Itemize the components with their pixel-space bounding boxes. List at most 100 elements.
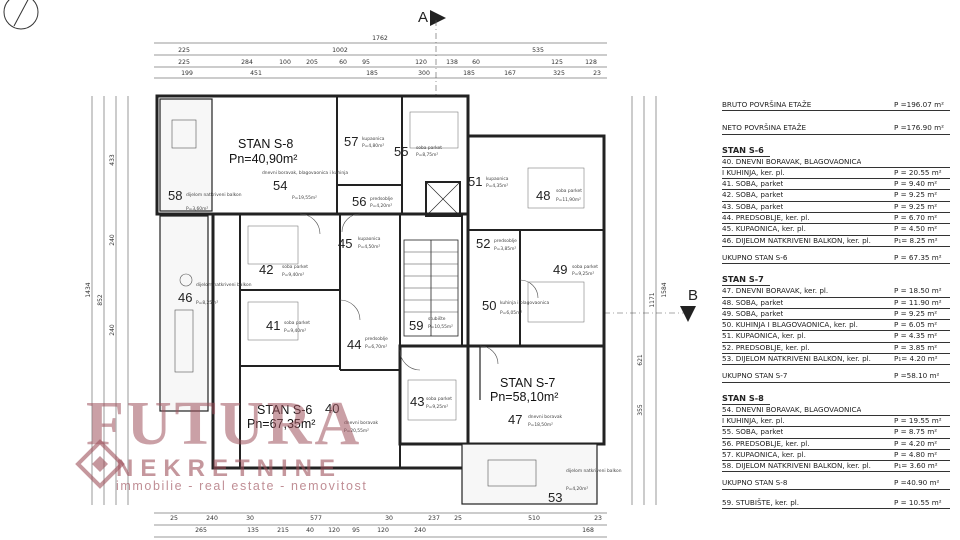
room-lbl-54: dnevni boravak, blagovaonica i kuhinja (262, 170, 348, 176)
room-num-59: 59 (409, 318, 423, 333)
dim-bot-r1-3: 577 (310, 515, 322, 522)
room-area-50: P=6,05m² (500, 310, 522, 316)
room-area-44: P=6,70m² (365, 344, 387, 350)
room-lbl-43: soba parket (426, 396, 452, 402)
room-num-56: 56 (352, 194, 366, 209)
dim-left-2: 240 (109, 324, 116, 336)
s8-item-value: P = 4.20 m² (894, 438, 938, 448)
s7-items: 47. DNEVNI BORAVAK, ker. pl.P = 18.50 m²… (722, 286, 950, 366)
room-num-50: 50 (482, 298, 496, 313)
s7-title: STAN S-7 (722, 274, 770, 287)
s7-item-value: P₁= 4.20 m² (894, 354, 938, 364)
s7-item-label: 51. KUPAONICA, ker. pl. (722, 331, 806, 341)
room-num-46: 46 (178, 290, 192, 305)
s8-item-label: 57. KUPAONICA, ker. pl. (722, 449, 806, 459)
bruto-value: P =196.07 m² (894, 100, 944, 109)
dim-bot-r1-5: 237 (428, 515, 440, 522)
room-num-51: 51 (468, 174, 482, 189)
room-lbl-44: predsoblje (365, 336, 388, 342)
room-area-40: P=20,55m² (344, 428, 369, 434)
s6-item-value: P = 9.25 m² (894, 201, 938, 211)
unit-area-s6: Pn=67,35m² (247, 417, 315, 431)
s7-item-value: P = 3.85 m² (894, 342, 938, 352)
s7-item: 47. DNEVNI BORAVAK, ker. pl.P = 18.50 m² (722, 286, 950, 298)
s8-total-row: UKUPNO STAN S-8 P =40.90 m² (722, 478, 950, 490)
dim-bot-r2-2: 215 (277, 527, 289, 534)
room-num-44: 44 (347, 337, 361, 352)
s6-item: 44. PREDSOBLJE, ker. pl.P = 6.70 m² (722, 213, 950, 225)
dim-top-r1-1: 1002 (332, 47, 348, 54)
room-num-58: 58 (168, 188, 182, 203)
s7-item-label: 52. PREDSOBLJE, ker. pl. (722, 342, 810, 352)
s8-item: 54. DNEVNI BORAVAK, BLAGOVAONICA (722, 405, 950, 416)
room-lbl-51: kupaonica (486, 176, 509, 182)
s6-title: STAN S-6 (722, 145, 770, 157)
bed-symbols (247, 111, 585, 421)
s6-item-value: P = 9.25 m² (894, 190, 938, 200)
room-area-48: P=11,90m² (556, 197, 581, 203)
room-area-53: P=4,20m² (566, 486, 588, 492)
s8-items: 54. DNEVNI BORAVAK, BLAGOVAONICA I KUHIN… (722, 405, 950, 473)
room-lbl-42: soba parket (282, 264, 308, 270)
s6-items: 40. DNEVNI BORAVAK, BLAGOVAONICA I KUHIN… (722, 157, 950, 247)
dim-top-r3-4: 185 (463, 70, 475, 77)
dim-bot-r2-0: 265 (195, 527, 207, 534)
s7-item-value: P = 9.25 m² (894, 308, 938, 318)
s6-item-label: 41. SOBA, parket (722, 179, 784, 189)
room-num-47: 47 (508, 412, 522, 427)
dim-top-r2-5: 95 (362, 59, 370, 66)
dim-left-4: 1434 (85, 282, 92, 297)
dim-top-r2-4: 60 (339, 59, 347, 66)
s7-item-label: 49. SOBA, parket (722, 308, 784, 318)
unit-area-s8: Pn=40,90m² (229, 152, 297, 166)
room-num-54: 54 (273, 178, 287, 193)
dim-top-r1-2: 535 (532, 47, 544, 54)
s6-item: 45. KUPAONICA, ker. pl.P = 4.50 m² (722, 224, 950, 236)
s8-item-value: P = 19.55 m² (894, 415, 942, 425)
s6-item-label: I KUHINJA, ker. pl. (722, 167, 785, 177)
dim-bot-r1-1: 240 (206, 515, 218, 522)
room-num-45: 45 (338, 236, 352, 251)
room-area-54: P=19,55m² (292, 195, 317, 201)
s8-total-value: P =40.90 m² (894, 478, 940, 488)
dim-bot-r1-8: 23 (594, 515, 602, 522)
dim-top-r2-10: 128 (585, 59, 597, 66)
s7-item-label: 53. DIJELOM NATKRIVENI BALKON, ker. pl. (722, 354, 871, 364)
s6-item: I KUHINJA, ker. pl.P = 20.55 m² (722, 167, 950, 180)
unit-area-s7: Pn=58,10m² (490, 390, 558, 404)
s6-total-label: UKUPNO STAN S-6 (722, 252, 788, 262)
room-num-53: 53 (548, 490, 562, 505)
s6-item-value: P₁= 8.25 m² (894, 235, 938, 245)
room-lbl-46: dijelom natkriveni balkon (196, 282, 252, 288)
s6-item-value: P = 9.40 m² (894, 179, 938, 189)
room-num-49: 49 (553, 262, 567, 277)
s7-total-label: UKUPNO STAN S-7 (722, 371, 788, 381)
dim-bot-r1-2: 30 (246, 515, 254, 522)
room-area-51: P=4,35m² (486, 183, 508, 189)
room-numbers: 54 55 56 57 58 48 51 52 49 50 47 53 59 4… (168, 134, 567, 505)
room-lbl-58: dijelom natkriveni balkon (186, 192, 242, 198)
stair-label: 59. STUBIŠTE, ker. pl. (722, 497, 800, 507)
dim-bot-r2-3: 40 (306, 527, 314, 534)
s7-item: 53. DIJELOM NATKRIVENI BALKON, ker. pl. P… (722, 354, 950, 366)
room-num-43: 43 (410, 394, 424, 409)
room-lbl-49: soba parket (572, 264, 598, 270)
room-lbl-56: predsoblje (370, 196, 393, 202)
s8-item-label: I KUHINJA, ker. pl. (722, 415, 785, 425)
room-lbl-59: stubište (428, 315, 446, 322)
dim-bot-r2-6: 120 (377, 527, 389, 534)
dim-bot-r2-1: 135 (247, 527, 259, 534)
s8-item-value: P₁= 3.60 m² (894, 461, 938, 471)
s8-item: I KUHINJA, ker. pl. P = 19.55 m² (722, 415, 950, 428)
dim-bot-r1-0: 25 (170, 515, 178, 522)
room-num-57: 57 (344, 134, 358, 149)
s8-item-label: 54. DNEVNI BORAVAK, BLAGOVAONICA (722, 404, 862, 414)
section-b-label: B (688, 287, 698, 304)
room-num-48: 48 (536, 188, 550, 203)
balcony-furniture (171, 119, 537, 487)
room-lbl-50: kuhinja i blagovaonica (500, 300, 549, 306)
room-area-49: P=9,25m² (572, 271, 594, 277)
